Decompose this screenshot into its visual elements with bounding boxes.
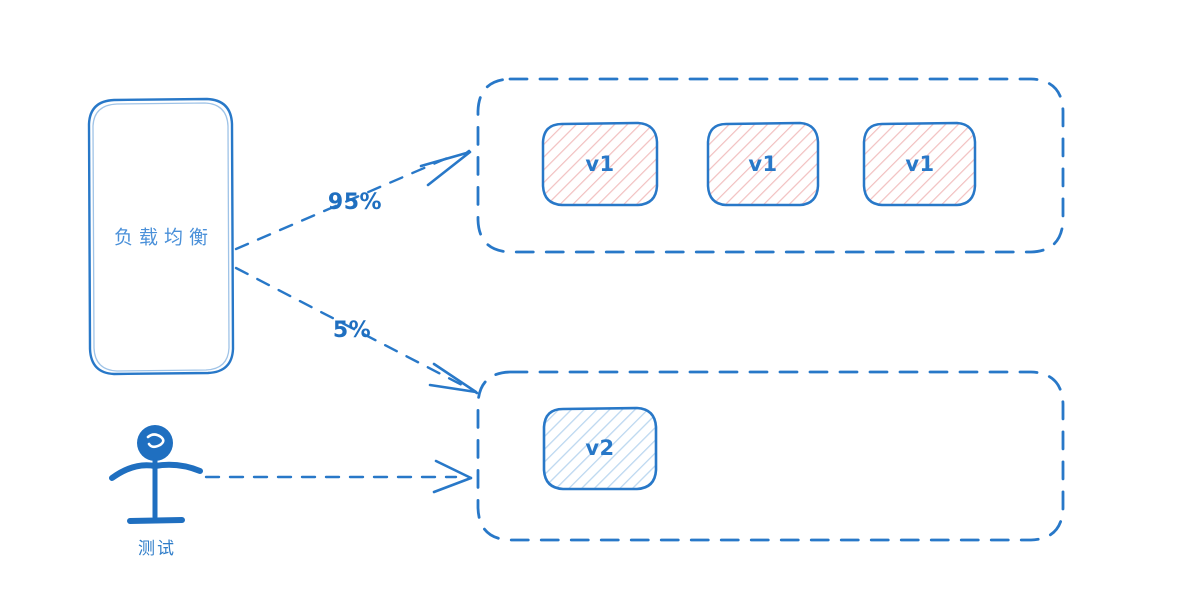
edge-lb-to-v2-line (234, 266, 464, 387)
actor-tester[interactable]: 测试 (109, 425, 203, 559)
service-box-v1-3-shape (862, 121, 977, 207)
service-box-v1-2-shape (706, 121, 820, 207)
v2-group-border (476, 370, 1065, 542)
edge-label-95-percent: 95% (328, 190, 382, 215)
actor-label: 测试 (138, 539, 176, 559)
service-box-v1-1[interactable]: v1 (541, 121, 659, 207)
loadbalancer-label: 负载均衡 (114, 227, 214, 249)
actor-arms (109, 461, 203, 481)
edge-tester-to-v2[interactable] (204, 459, 473, 494)
edge-lb-to-v2-arrowhead (428, 362, 479, 395)
service-box-v1-1-label: v1 (585, 152, 614, 176)
actor-legs (127, 517, 185, 524)
service-box-v1-3[interactable]: v1 (862, 121, 977, 207)
v1-service-group[interactable]: v1 v1 v1 (476, 77, 1065, 254)
v2-service-group[interactable]: v2 (476, 370, 1065, 542)
loadbalancer-shape-sketch-overlay (92, 102, 230, 372)
edge-lb-to-v1-line (234, 154, 454, 251)
edge-lb-to-v1[interactable]: 95% (234, 149, 472, 251)
loadbalancer-node[interactable]: 负载均衡 (87, 97, 235, 376)
edge-lb-to-v1-arrowhead (419, 149, 472, 187)
edge-label-5-percent: 5% (333, 318, 371, 343)
actor-head-icon (137, 425, 173, 461)
service-box-v1-2[interactable]: v1 (706, 121, 820, 207)
service-box-v2-1-shape (542, 406, 658, 491)
edge-lb-to-v2[interactable]: 5% (234, 266, 479, 395)
service-box-v2-1[interactable]: v2 (542, 406, 658, 491)
loadbalancer-shape (87, 97, 235, 376)
edge-tester-to-v2-arrowhead (432, 459, 473, 494)
service-box-v1-3-label: v1 (905, 152, 934, 176)
v1-group-border (476, 77, 1065, 254)
actor-face-icon (146, 433, 165, 449)
service-box-v1-2-label: v1 (748, 152, 777, 176)
service-box-v2-1-label: v2 (585, 436, 614, 460)
service-box-v1-1-shape (541, 121, 659, 207)
